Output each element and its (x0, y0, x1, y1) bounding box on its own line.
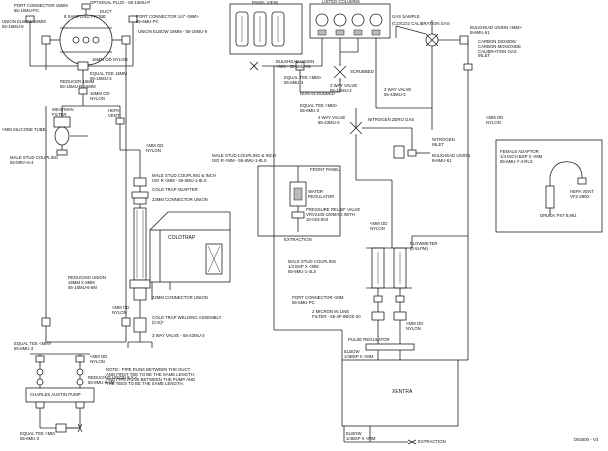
nylon-left-mid-label: <MM OD NYLON (146, 143, 164, 153)
extraction-bottom-label: EXTRACTION (418, 439, 446, 444)
union-elbow-label-top-left: UNION ELBOW 16MM 55-16MU-9 (2, 19, 46, 29)
charles-austin-pump-label: CHARLES AUSTIN PUMP (30, 392, 81, 397)
nitrogen-zero-gas (349, 108, 430, 181)
port-connector-flow-label: PORT CONNECTOR <MM 55-6MU-PC (292, 295, 344, 305)
three-way-right-label: 3 WAY VALVE 55-43MU-3 (384, 87, 412, 97)
equal-tee-mid-label: EQUAL TEE <MM> 55-6MU-3 (284, 75, 322, 85)
bulkhead-union-n2-label: BULKHEAD UNION B-6MU-61 (432, 153, 471, 163)
bulkhead-union-mid-label: BULKHEAD UNION <MM - 55-6MU-61 (276, 59, 315, 69)
cold-trap-to-pump (127, 342, 153, 348)
panel-view-label: PANEL VIEW (252, 0, 278, 5)
equal-tee-bottom-label: EQUAL TEE <MM> 55-6MU-3 (14, 341, 52, 351)
coldtrap-unit (149, 211, 231, 300)
druck-box (495, 139, 603, 233)
nylon-right-label: <MM OD NYLON (486, 115, 504, 125)
nitrogen-inlet-label: NITROGEN INLET (432, 137, 455, 147)
reducing-union-bottom-label: REDUCING UNION 8 X < 55-8MU-6-4M (88, 375, 138, 385)
male-stud-mid-label: MALE STUD COUPLING & INCH ISO R <MM - 55… (212, 153, 276, 163)
optional-plug-label: OPTIONAL PLUG - 55-16MU-P (90, 0, 151, 5)
cold-trap-adapter-label: COLD TRAP ADAPTER (152, 187, 198, 192)
pump-area (25, 353, 95, 433)
pressure-relief-label: PRESSURE RELIEF VALVE VRV2100-100MAG WIT… (306, 207, 361, 222)
filter-branch (53, 94, 141, 180)
co-co2-calibration-label: (CO/CO2 CALIBRATION GAS (392, 21, 450, 26)
flowmeter-section (365, 180, 415, 351)
union-22mm-label: 22MM CONNECTOR UNION (152, 197, 208, 202)
xentra-unit (341, 350, 459, 445)
union-elbow-label-right: UNION ELBOW 16MM - 55-16MU-9 (138, 29, 208, 34)
panel-view (229, 3, 303, 55)
weatman-filter-label: WEATMAN FILTER (52, 107, 74, 117)
nylon-bottom-left-label: <MM OD NYLON (90, 354, 108, 364)
cold-trap-welding-label: COLD TRAP WELDING ASSEMBLY (CIS)* (152, 315, 222, 325)
nylon-16mm-b-label: 16MM OD NYLON (90, 91, 110, 101)
three-way-bottom-label: 3 WAY VALVE - 55-43MU-3 (152, 333, 205, 338)
front-panel-label: FRONT PANEL (310, 167, 340, 172)
duct-label: DUCT (100, 9, 112, 14)
port-connector-label-top-left: PORT CONNECTOR 16MM 55-16MU-PC (14, 3, 68, 13)
reducer-16mm-label: REDUCER 16MM 55-16MU-R-16MM (60, 79, 96, 89)
coldtrap-label: COLDTRAP (168, 235, 196, 241)
nylon-16mm-label: 16MM OD NYLON (92, 57, 128, 62)
scrubbed-label: SCRUBBED (350, 69, 374, 74)
extraction-mid-label: EXTRACTION (284, 237, 312, 242)
gas-sample-label: GAS SAMPLE (392, 14, 420, 19)
female-adaptor-label: FEMALE ADAPTOR 1/4 INCH BSP X <MM 55-6MU… (500, 149, 543, 164)
nylon-mid-label: <MM OD NYLON (370, 221, 388, 231)
sampling-probe-label: 8 SAMPLING PROBE (64, 14, 107, 19)
equal-tee-bottom2-label: EQUAL TEE <MM 55-6MU-3 (20, 431, 55, 441)
xentra-label: XENTRA (392, 389, 413, 395)
cold-trap-column (128, 177, 152, 343)
three-way-mid2-label: 3 WAY VALVE 55-43MU-3 (318, 115, 346, 125)
carbon-dioxide-label: CARBON DIOXIDE/ CARBON MONOXIDE CALIBRAT… (478, 39, 521, 59)
three-way-mid-label: 3 WAY VALVE 55-43MU-3 (330, 83, 358, 93)
front-panel (257, 160, 341, 237)
druck-pst-label: DRUCK PST 8,961 (540, 213, 577, 218)
nylon-center-label: <MM OD NYLON (112, 305, 130, 315)
silicone-tube-label: <MM SILICONE TUBE (2, 127, 46, 132)
gas-sample-lines (249, 38, 433, 160)
note-text: NOTE:- PIPE RUNS BETWEEN THE DUCT AND FI… (106, 367, 196, 387)
water-regulator-label: WATER REGULATOR (308, 189, 335, 199)
elbow-bottom-label: ELBOW 1/4BSP X <MM (346, 431, 376, 441)
pulse-regulator-label: PULSE REGULATOR (348, 337, 390, 342)
right-run (273, 70, 469, 361)
calibration-gas (395, 20, 473, 71)
elbow-top-label: ELBOW 1/4BSP X <MM (344, 349, 374, 359)
flowmeter-label: FLOWMETER (0-5LPM) (410, 241, 438, 251)
nitrogen-zero-label: NITROGEN ZERO GAS (368, 117, 415, 122)
left-run (41, 66, 131, 343)
port-connector-label-top-right: PORT CONNECTOR 1/4" <MM> 55-6MU-PC (136, 14, 199, 24)
equal-tee-mid2-label: EQUAL TEE <MM> 55-6MU-3 (300, 103, 338, 113)
inline-filter-label: 2 MICRON IN LINE FILTER - 55-4F-8BOS-20 (312, 309, 361, 319)
probe-lines (25, 15, 138, 95)
listed-columns-label: LISTED COLUMNS (322, 0, 360, 4)
male-stud-left-label: MALE STUD COUPLING 55-MRA-6-4 (10, 155, 59, 165)
bulkhead-union-right-label: BULKHEAD UNION <MM> B-6MU-61 (470, 25, 522, 35)
nylon-flow-label: <MM OD NYLON (406, 321, 424, 331)
reducing-union-label: REDUCING UNION 16MM X 8MM 55-16MU-6-8M (68, 275, 106, 290)
non-scrubbed-label: NON-SCRUBBED (300, 91, 335, 96)
male-stud-center-label: MALE STUD COUPLING & INCH ISO R <MM - 55… (152, 173, 216, 183)
equal-tee-16mm-label: EQUAL TEE 16MM 55-16MU-3 (90, 71, 128, 81)
drawing-number: D92600 - V3 (574, 437, 599, 442)
male-stud-flow-label: MALE STUD COUPLING 1/4 BSP X <MM 55-6MU-… (288, 259, 337, 274)
column-block (309, 3, 391, 39)
union-22mm-b-label: 22MM CONNECTOR UNION (152, 295, 208, 300)
hepa-vent-left-label: HEPA VENT (108, 108, 120, 118)
hepa-vent-right-label: HEPA VENT VF2-3900 (570, 189, 594, 199)
